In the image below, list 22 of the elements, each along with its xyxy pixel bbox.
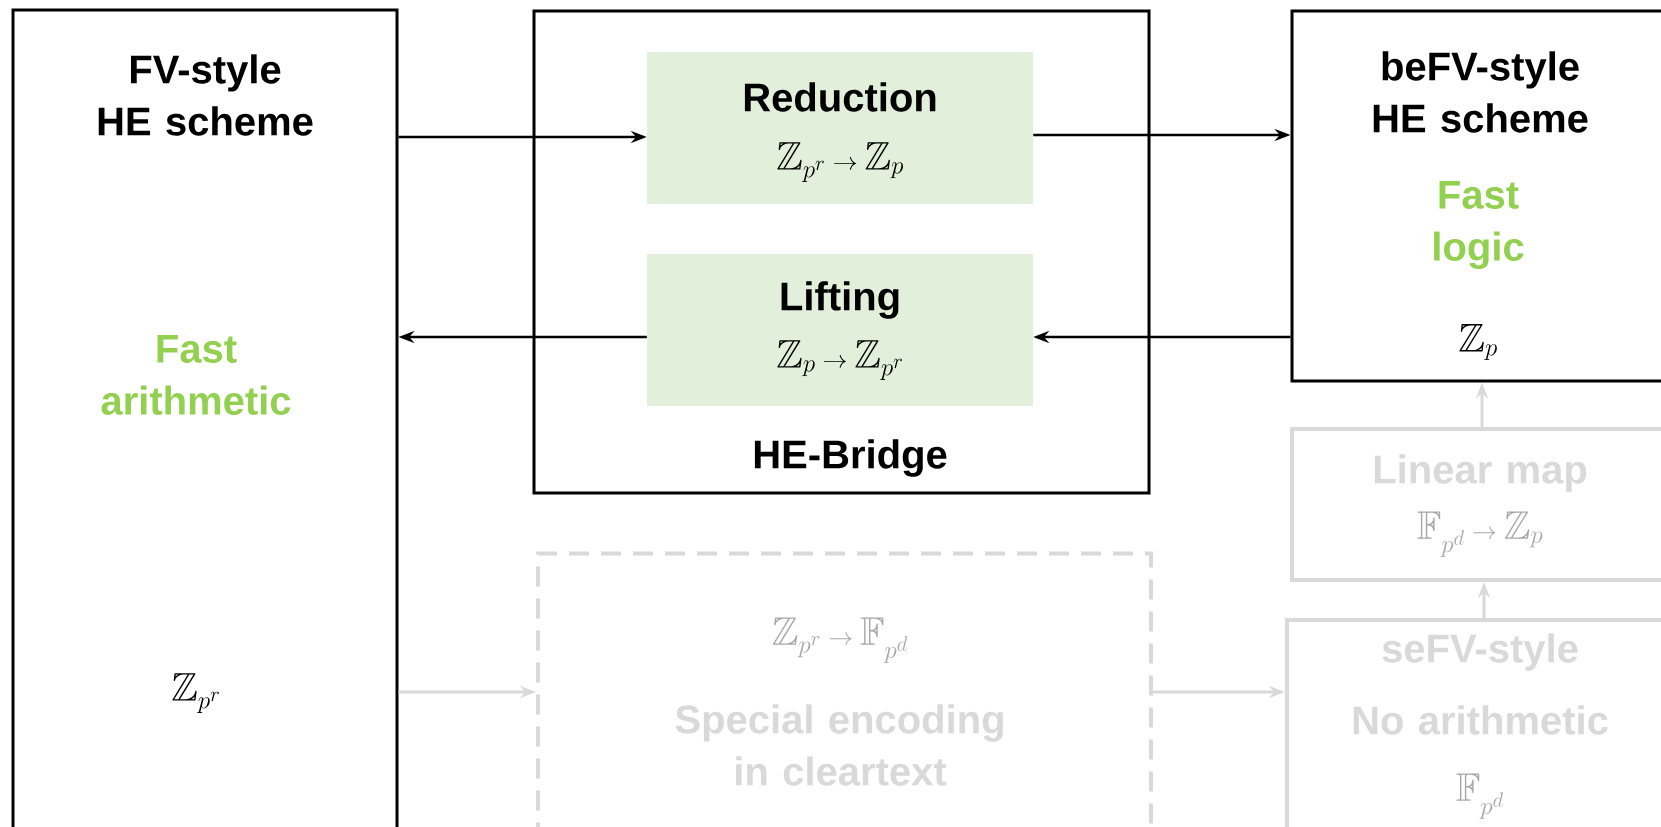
encoding-box bbox=[536, 551, 1153, 827]
box-label: FV-style HE scheme bbox=[98, 54, 313, 136]
formula: $\mathbb{Z}_{p^r}$ bbox=[172, 673, 219, 713]
formula: $\mathbb{Z}_{p^r} \rightarrow \mathbb{Z}_p$ bbox=[777, 142, 904, 182]
scheme-box bbox=[11, 8, 399, 827]
scheme-box bbox=[1285, 618, 1661, 827]
process-box bbox=[1290, 427, 1661, 582]
bridge-box bbox=[532, 9, 1151, 495]
process-box bbox=[647, 254, 1033, 406]
box-label: HE-Bridge bbox=[754, 439, 947, 477]
box-label: Reduction bbox=[744, 82, 936, 112]
process-box bbox=[647, 52, 1033, 204]
formula: $\mathbb{Z}_p \rightarrow \mathbb{Z}_{p^r}$ bbox=[777, 340, 902, 380]
box-label: Lifting bbox=[781, 281, 899, 319]
box-label: Fast logic bbox=[1434, 181, 1524, 269]
formula: $\mathbb{Z}_p$ bbox=[1459, 324, 1497, 361]
formula: $\mathbb{F}_{p^d}$ bbox=[1456, 773, 1504, 819]
scheme-box bbox=[1290, 9, 1661, 383]
box-label: beFV-style HE scheme bbox=[1373, 51, 1588, 133]
box-label: Fast arithmetic bbox=[101, 335, 291, 415]
formula: $\mathbb{Z}_{p^r} \rightarrow \mathbb{F}_{p^d}$ bbox=[772, 617, 908, 663]
formula: $\mathbb{F}_{p^d} \rightarrow \mathbb{Z}_p$ bbox=[1417, 511, 1543, 557]
